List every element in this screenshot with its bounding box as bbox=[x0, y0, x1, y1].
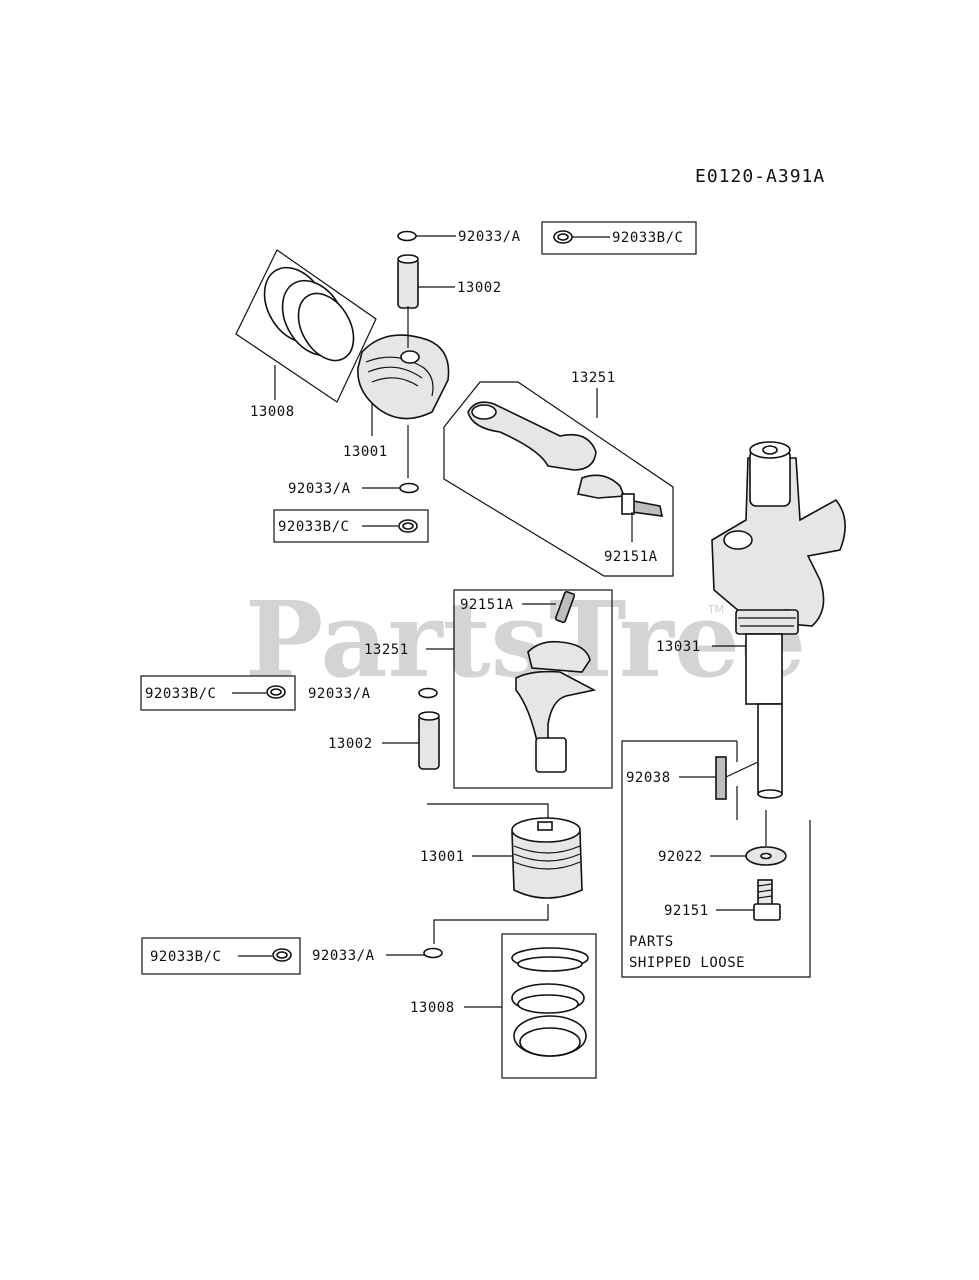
label-ring-bc-top[interactable]: 92033B/C bbox=[612, 230, 683, 246]
label-bolt-top[interactable]: 92151A bbox=[604, 549, 658, 565]
label-ring-bc-mid[interactable]: 92033B/C bbox=[278, 519, 349, 535]
label-ring-a-top[interactable]: 92033/A bbox=[458, 229, 521, 245]
snap-ring-bc-box-low[interactable] bbox=[141, 937, 301, 975]
snap-ring-left[interactable] bbox=[418, 687, 438, 699]
label-ring-bc-low[interactable]: 92033B/C bbox=[150, 949, 221, 965]
snap-ring-top[interactable] bbox=[397, 230, 456, 242]
watermark-trademark: TM bbox=[707, 603, 724, 616]
snap-ring-mid[interactable] bbox=[362, 482, 419, 494]
label-rings-low[interactable]: 13008 bbox=[410, 1000, 455, 1016]
piston-rings-top[interactable] bbox=[235, 249, 377, 403]
label-crankshaft[interactable]: 13031 bbox=[656, 639, 701, 655]
label-rings-top[interactable]: 13008 bbox=[250, 404, 295, 420]
label-ring-a-mid[interactable]: 92033/A bbox=[288, 481, 351, 497]
snap-ring-bc-box-mid[interactable] bbox=[273, 509, 429, 543]
snap-ring-bc-box-left[interactable] bbox=[140, 675, 296, 711]
snap-ring-bc-box-top[interactable] bbox=[541, 221, 697, 255]
snap-ring-low[interactable] bbox=[386, 947, 443, 959]
washer[interactable] bbox=[710, 810, 787, 866]
bolt-low[interactable] bbox=[716, 879, 781, 921]
piston-rings-low[interactable] bbox=[464, 933, 597, 1079]
label-bolt-low[interactable]: 92151 bbox=[664, 903, 709, 919]
piston-top[interactable] bbox=[357, 306, 450, 478]
connecting-rod-top[interactable] bbox=[443, 381, 674, 577]
label-pin-top[interactable]: 13002 bbox=[457, 280, 502, 296]
label-key[interactable]: 92038 bbox=[626, 770, 671, 786]
label-ring-a-low[interactable]: 92033/A bbox=[312, 948, 375, 964]
piston-pin-top[interactable] bbox=[397, 254, 455, 309]
label-conrod-top[interactable]: 13251 bbox=[571, 370, 616, 386]
piston-low[interactable] bbox=[427, 803, 583, 944]
label-ring-a-left[interactable]: 92033/A bbox=[308, 686, 371, 702]
parts-shipped-loose-box bbox=[621, 740, 811, 978]
label-piston-low[interactable]: 13001 bbox=[420, 849, 465, 865]
note-line2: SHIPPED LOOSE bbox=[629, 955, 745, 971]
crankshaft[interactable] bbox=[711, 441, 846, 799]
label-pin-mid[interactable]: 13002 bbox=[328, 736, 373, 752]
label-conrod-mid[interactable]: 13251 bbox=[364, 642, 409, 658]
piston-pin-mid[interactable] bbox=[382, 711, 440, 770]
connecting-rod-mid[interactable] bbox=[426, 589, 613, 789]
label-bolt-mid[interactable]: 92151A bbox=[460, 597, 514, 613]
diagram-code: E0120-A391A bbox=[695, 166, 825, 187]
label-ring-bc-left[interactable]: 92033B/C bbox=[145, 686, 216, 702]
crankshaft-key[interactable] bbox=[679, 756, 759, 800]
label-piston-top[interactable]: 13001 bbox=[343, 444, 388, 460]
label-washer[interactable]: 92022 bbox=[658, 849, 703, 865]
note-line1: PARTS bbox=[629, 934, 674, 950]
